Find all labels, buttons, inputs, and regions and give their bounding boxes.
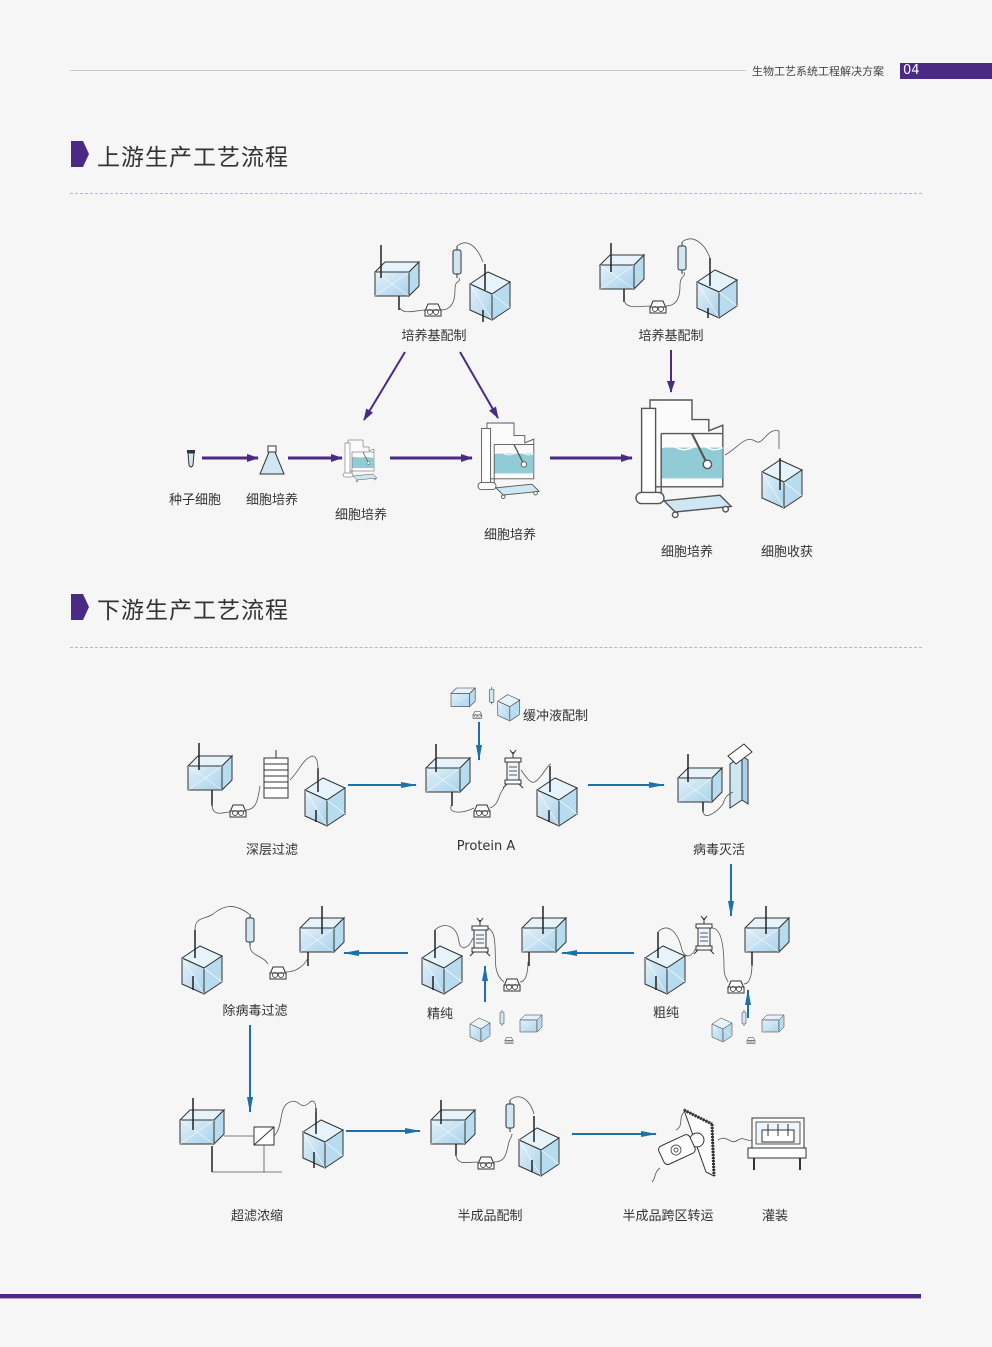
label-flask-culture: 细胞培养 <box>245 493 299 508</box>
small-bioreactor-illustration <box>342 439 378 483</box>
page-number: 04 <box>900 63 992 79</box>
large-bioreactor-illustration <box>634 398 733 519</box>
flask-icon <box>259 445 285 475</box>
label-protein-a: Protein A <box>456 839 516 854</box>
downstream-section-title: 下游生产工艺流程 <box>97 598 289 624</box>
ultrafiltration-illustration <box>179 1098 344 1173</box>
label-polishing: 精纯 <box>426 1007 454 1022</box>
harvest-tank-illustration <box>724 430 803 509</box>
crude-purification-illustration <box>644 906 790 995</box>
label-transfer: 半成品跨区转运 <box>622 1209 714 1224</box>
seed-cells-tube-icon <box>187 450 195 468</box>
label-viral-inactivation: 病毒灭活 <box>692 843 746 858</box>
label-ultrafiltration: 超滤浓缩 <box>230 1209 284 1224</box>
downstream-arrows <box>247 722 751 1137</box>
label-harvest: 细胞收获 <box>760 545 814 560</box>
media-prep-1-illustration <box>374 242 511 322</box>
arrow-media1-to-small <box>363 351 406 421</box>
depth-filter-stack-icon <box>263 750 289 799</box>
downstream-divider <box>70 647 922 648</box>
intermediate-prep-illustration <box>430 1096 560 1177</box>
depth-filtration-illustration <box>187 743 346 827</box>
label-buffer-prep: 缓冲液配制 <box>523 709 589 724</box>
viral-inactivation-illustration <box>677 743 753 816</box>
footer-rule <box>0 1294 921 1299</box>
polishing-illustration <box>421 906 567 995</box>
label-media-prep-1: 培养基配制 <box>401 329 467 344</box>
header-title: 生物工艺系统工程解决方案 <box>752 65 884 78</box>
label-small-reactor-culture: 细胞培养 <box>334 508 388 523</box>
label-mid-reactor-culture: 细胞培养 <box>483 528 537 543</box>
virus-removal-illustration <box>181 906 345 995</box>
section-marker-icon <box>71 141 89 167</box>
label-media-prep-2: 培养基配制 <box>638 329 704 344</box>
label-intermediate-prep: 半成品配制 <box>457 1209 523 1224</box>
section-marker-icon <box>71 594 89 620</box>
filling-machine-illustration <box>717 1117 807 1170</box>
arrow-media1-to-mid <box>459 351 499 419</box>
label-filling: 灌装 <box>761 1209 789 1224</box>
protein-a-illustration <box>425 744 578 827</box>
label-depth-filtration: 深层过滤 <box>245 843 299 858</box>
label-large-reactor-culture: 细胞培养 <box>660 545 714 560</box>
transfer-bag-icon <box>658 1134 696 1166</box>
polishing-buffer-prep-illustration <box>469 1009 543 1044</box>
transfer-port-illustration <box>651 1108 716 1183</box>
buffer-prep-illustration <box>450 686 521 722</box>
label-virus-removal-filtration: 除病毒过滤 <box>222 1004 288 1019</box>
label-seed-cells: 种子细胞 <box>168 493 222 508</box>
upstream-arrows <box>202 350 675 462</box>
media-prep-2-illustration <box>599 238 738 319</box>
upstream-section-title: 上游生产工艺流程 <box>97 145 289 171</box>
inactivation-station-icon <box>727 743 753 809</box>
mid-bioreactor-illustration <box>477 422 540 500</box>
upstream-divider <box>70 193 922 194</box>
header-rule <box>70 70 746 71</box>
label-crude-purification: 粗纯 <box>652 1006 680 1021</box>
